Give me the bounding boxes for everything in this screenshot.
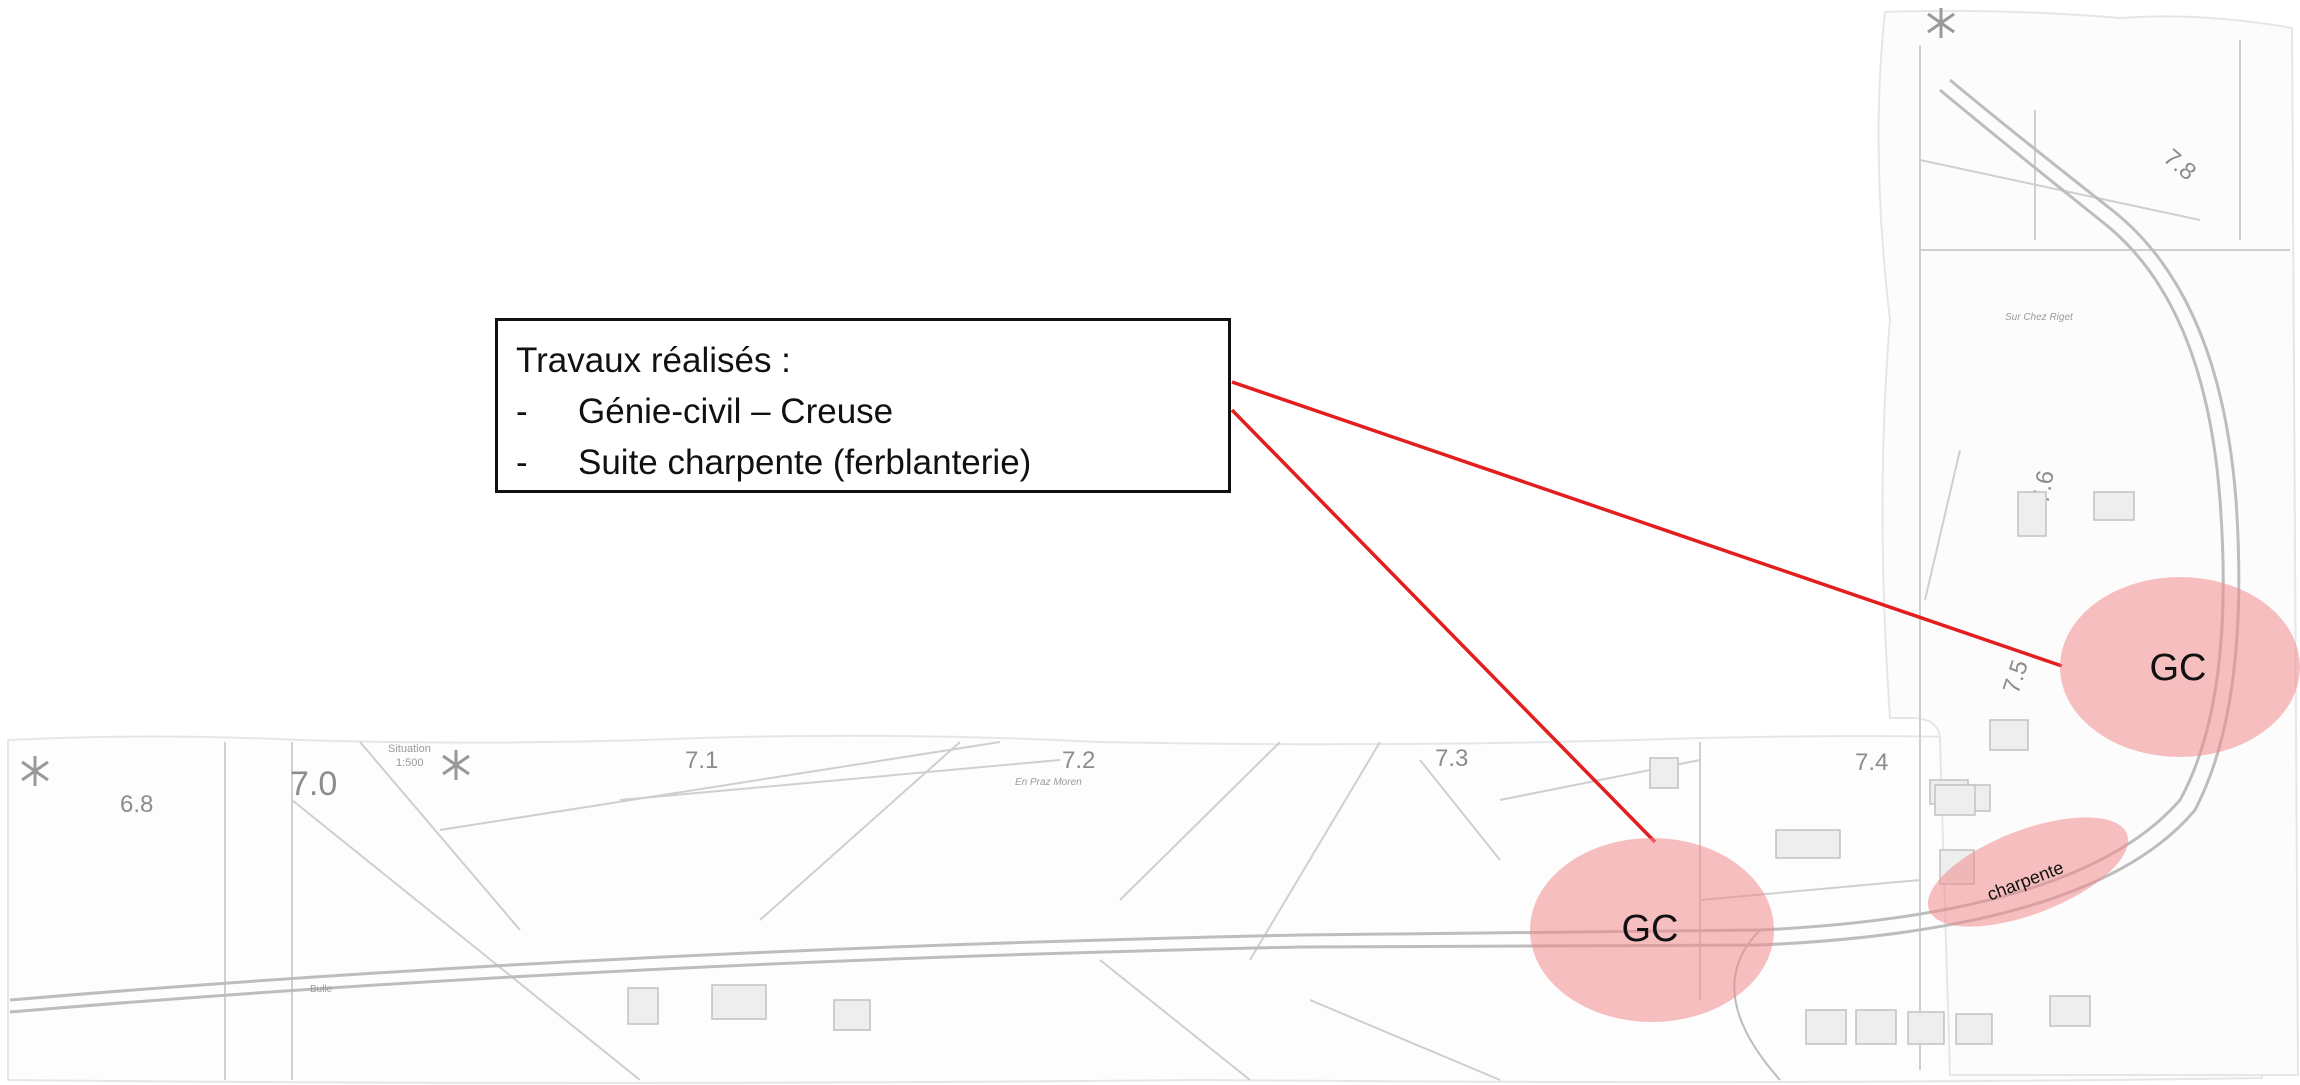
km-marker: 6.8 [120,791,153,818]
zone-charpente [1927,817,2129,927]
callout-item: - Suite charpente (ferblanterie) [516,437,1210,488]
leader-line [1231,380,2063,668]
km-marker: 7.2 [1062,747,1095,774]
map-labels: Situation 1:500 En Praz Moren Sur Chez R… [310,312,2074,995]
parcel-lines [224,40,2290,1081]
zone-gc-right [2060,577,2300,757]
highlight-zones [1530,577,2300,1022]
north-arrow-icon [442,750,470,780]
place-name: En Praz Moren [1015,777,1082,788]
leader-line [1230,408,1657,844]
zone-gc-left [1530,838,1774,1022]
callout-item-text: Génie-civil – Creuse [578,392,894,431]
north-arrow-icon [21,756,49,786]
km-marker: 7.1 [685,747,718,774]
callout-item-text: Suite charpente (ferblanterie) [578,443,1032,482]
north-arrow-icon [1927,8,1955,38]
buildings [627,491,2135,1045]
leader-lines [1230,380,2063,844]
zone-label: GC [2150,647,2207,689]
zone-label: GC [1622,908,1679,950]
bullet: - [516,392,528,431]
callout-title: Travaux réalisés : [516,341,791,380]
km-marker: 7.4 [1855,749,1888,776]
km-marker: 7.0 [290,765,337,803]
callout-box: Travaux réalisés : - Génie-civil – Creus… [495,318,1231,493]
bullet: - [516,443,528,482]
direction-label: Bulle [310,984,333,995]
place-name: Sur Chez Riget [2005,312,2074,323]
callout-item: - Génie-civil – Creuse [516,386,1210,437]
scale-label: 1:500 [396,757,424,769]
km-marker: 7.3 [1435,745,1468,772]
situation-label: Situation [388,743,431,755]
